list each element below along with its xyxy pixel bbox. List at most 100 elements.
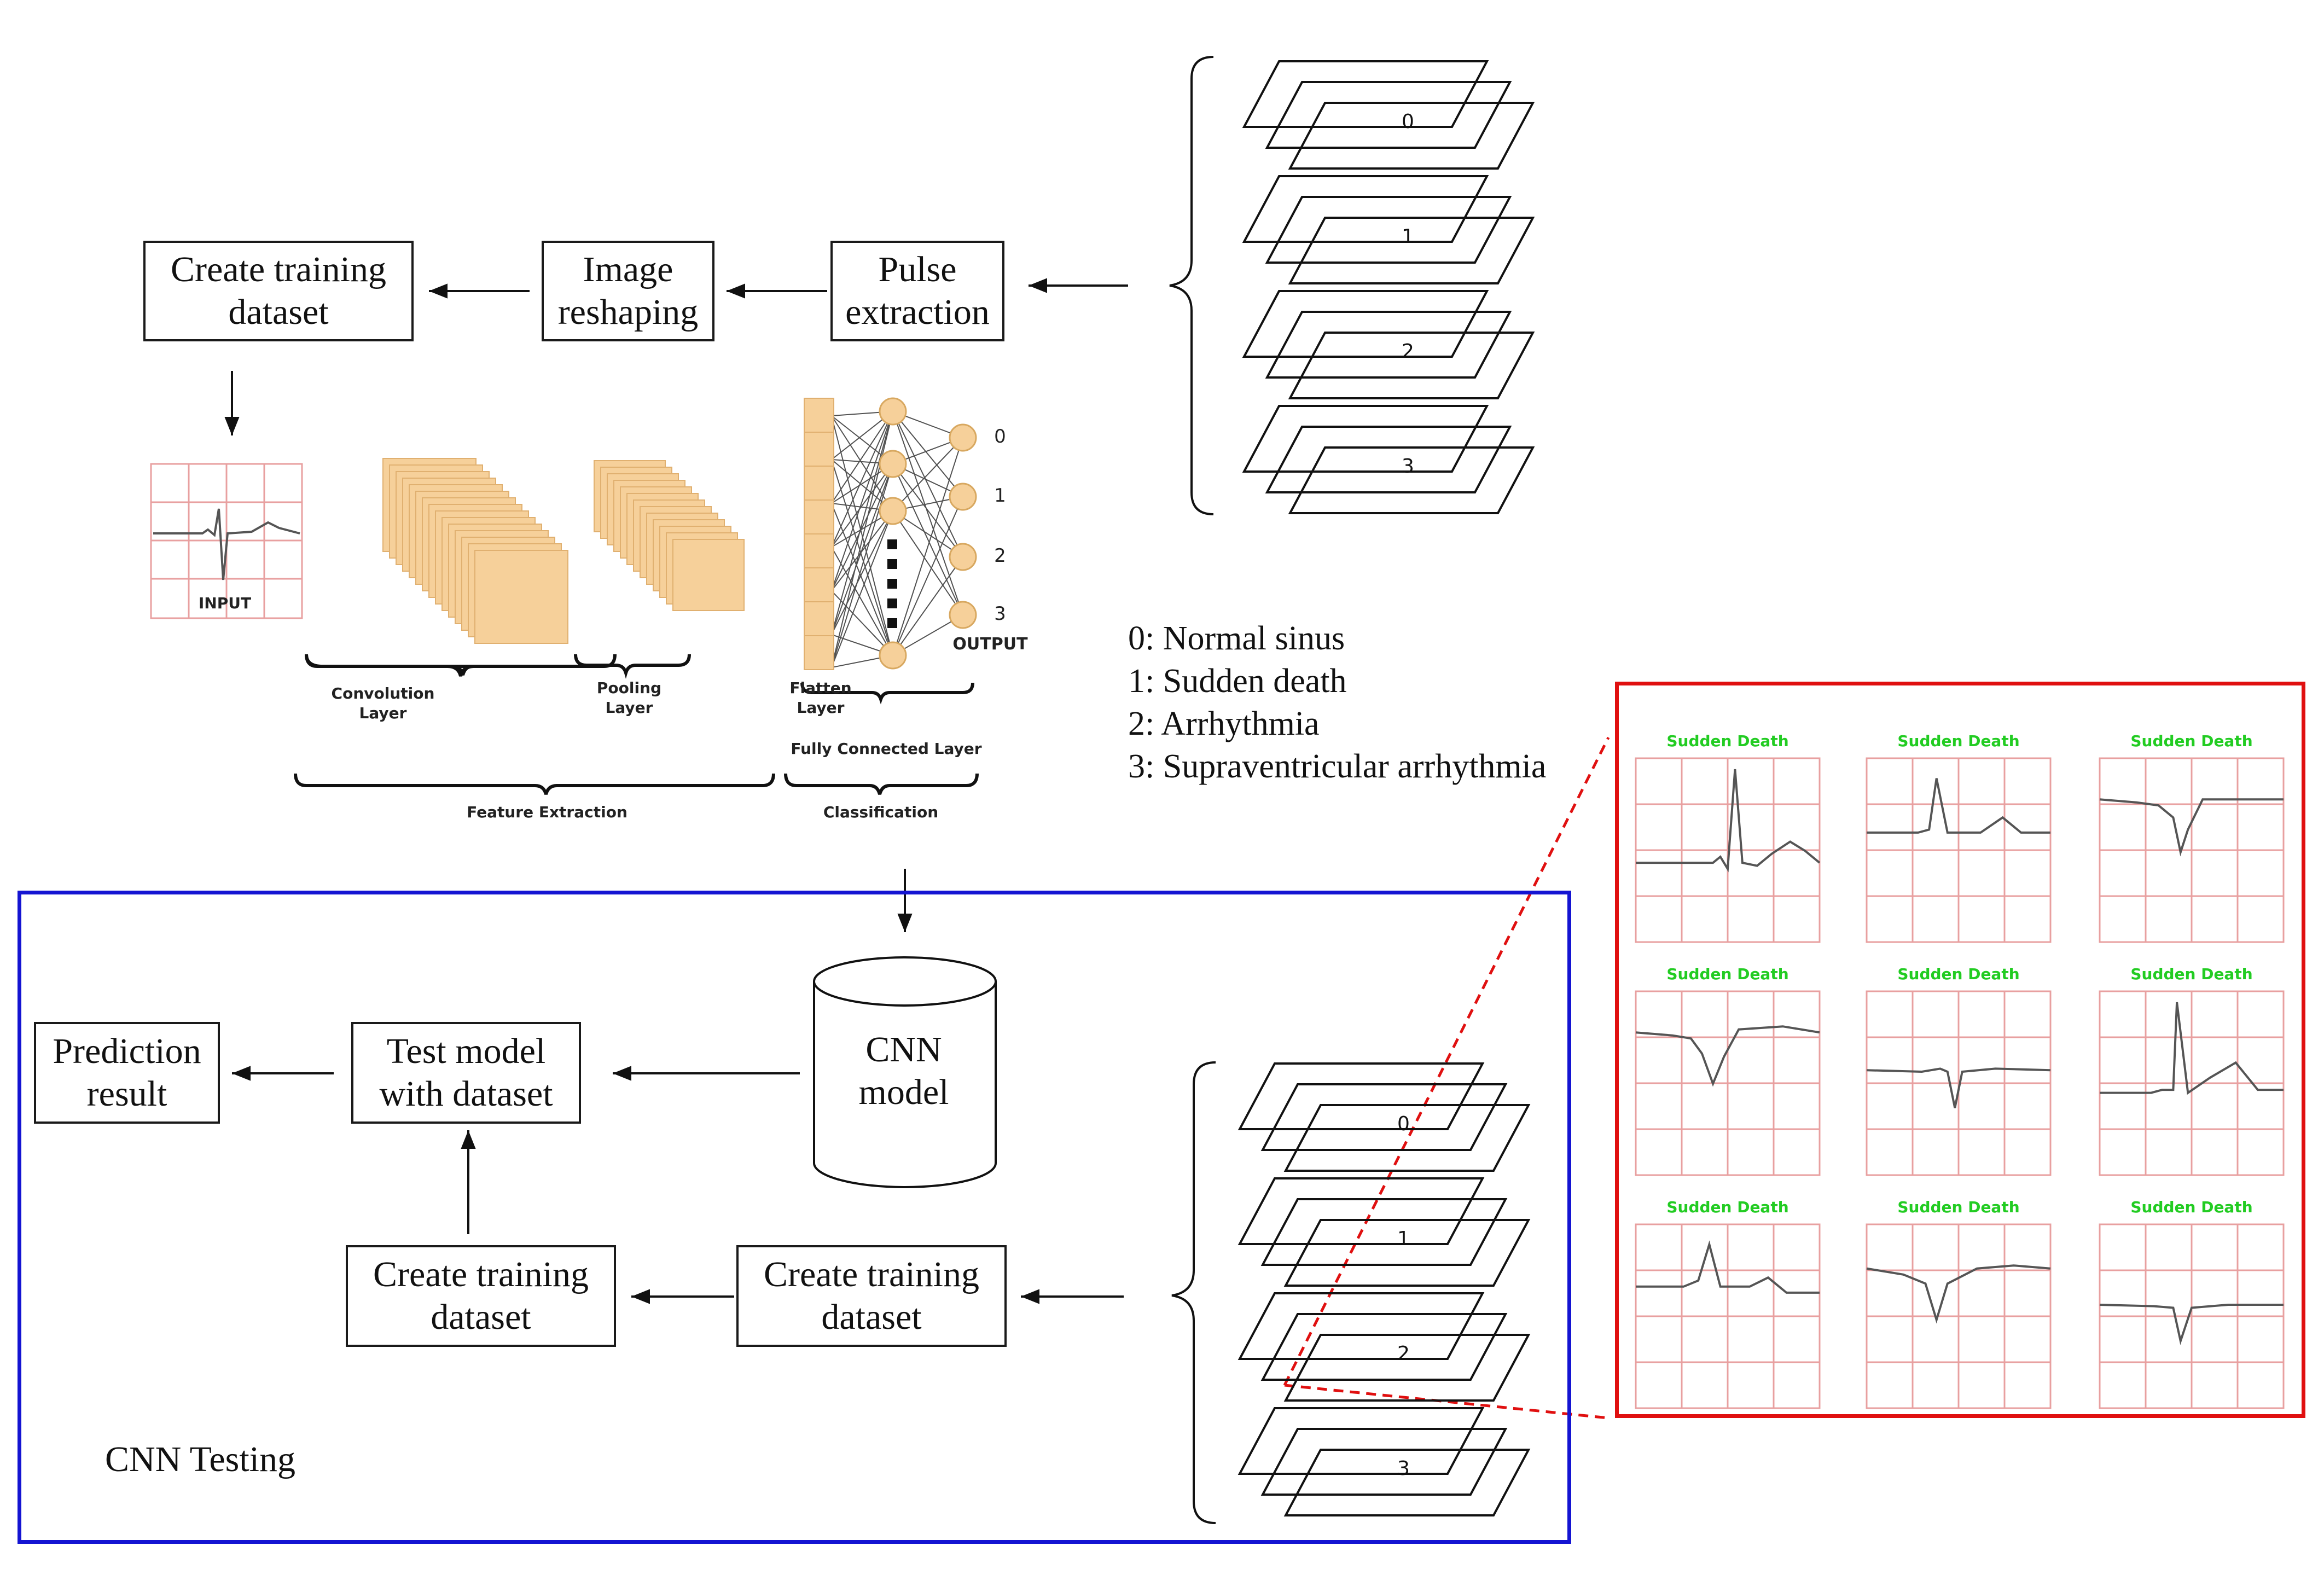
image-reshaping-box: Image reshaping — [542, 241, 714, 341]
test-stack-3: 3 — [1237, 1407, 1531, 1516]
train-stack-3: 3 — [1242, 405, 1535, 514]
test-stack-3-sheet-1 — [1260, 1428, 1508, 1496]
sample-connector — [1283, 736, 1610, 1420]
train-stack-0-sheet-0 — [1242, 60, 1489, 128]
sample-panel-8-caption: Sudden Death — [2130, 1198, 2252, 1216]
output-node-2-label: 2 — [994, 545, 1006, 567]
output-nodes — [949, 423, 977, 629]
sample-panel-1-caption: Sudden Death — [1897, 732, 2019, 750]
test-stack-2-label: 2 — [1397, 1343, 1410, 1365]
sample-panel-0: Sudden Death — [1635, 732, 1821, 943]
test-stack-1-sheet-1 — [1260, 1198, 1508, 1266]
train-stack-1-sheet-2 — [1288, 217, 1535, 284]
pooling-layer-label: Pooling Layer — [596, 679, 662, 717]
train-stack-3-label: 3 — [1402, 455, 1414, 478]
test-stack-2: 2 — [1237, 1292, 1531, 1402]
architecture-braces — [294, 654, 979, 795]
test-stack-1: 1 — [1237, 1177, 1531, 1287]
test-stack-0-sheet-1 — [1260, 1083, 1508, 1151]
cnn-testing-label: CNN Testing — [105, 1439, 296, 1479]
train-stack-1-label: 1 — [1402, 225, 1414, 248]
input-ecg-panel — [150, 463, 303, 619]
train-stack-1: 1 — [1242, 175, 1535, 284]
test-stack-0-sheet-2 — [1283, 1104, 1531, 1172]
test-stack-1-label: 1 — [1397, 1228, 1410, 1250]
cnn-testing-frame — [18, 891, 1571, 1544]
legend-item-0: 0: Normal sinus — [1128, 620, 1345, 657]
sample-panel-7-waveform — [1866, 1264, 2051, 1324]
test-stack-0: 0 — [1237, 1062, 1531, 1172]
class-stacks-layer: 0 1 2 3 0 1 2 3 — [1237, 60, 1535, 1516]
prediction-result-box: Prediction result — [34, 1022, 220, 1124]
sample-panel-5-waveform — [2100, 1002, 2284, 1095]
train-stack-2-sheet-2 — [1288, 332, 1535, 399]
test-stack-3-sheet-2 — [1283, 1449, 1531, 1516]
sample-panel-2-waveform — [2099, 798, 2284, 857]
test-stack-1-sheet-0 — [1237, 1177, 1485, 1245]
sample-panel-2: Sudden Death — [2099, 732, 2285, 943]
train-stack-1-sheet-1 — [1265, 196, 1512, 264]
image-reshaping-label: Image reshaping — [557, 249, 699, 332]
sample-ecg-frame — [1615, 682, 2305, 1418]
create-training-dataset-label: Create training dataset — [170, 249, 386, 332]
test-create-dataset-left-box: Create training dataset — [346, 1245, 616, 1347]
cnn-model-cylinder — [813, 956, 997, 1188]
convolution-layer-label: Convolution Layer — [331, 684, 435, 723]
sample-panel-7-caption: Sudden Death — [1897, 1198, 2019, 1216]
train-stack-2-label: 2 — [1402, 340, 1414, 363]
output-node-3-label: 3 — [994, 603, 1006, 625]
sample-panel-4-waveform — [1866, 1067, 2051, 1108]
legend-item-2: 2: Arrhythmia — [1128, 705, 1320, 742]
sample-panel-6: Sudden Death — [1635, 1198, 1821, 1409]
test-create-dataset-left-label: Create training dataset — [373, 1254, 589, 1337]
input-label: INPUT — [198, 594, 252, 612]
legend-item-3: 3: Supraventricular arrhythmia — [1128, 748, 1547, 785]
test-stack-1-sheet-2 — [1283, 1219, 1531, 1287]
sample-panel-0-waveform — [1636, 769, 1821, 873]
sample-panel-1-waveform — [1867, 778, 2050, 834]
sample-panel-2-caption: Sudden Death — [2130, 732, 2252, 750]
sample-panel-7: Sudden Death — [1866, 1198, 2052, 1409]
feature-extraction-label: Feature Extraction — [467, 803, 628, 821]
sample-panel-5: Sudden Death — [2099, 965, 2285, 1176]
sample-panel-6-caption: Sudden Death — [1666, 1198, 1788, 1216]
test-stack-brace — [1171, 1061, 1216, 1524]
output-node-0-label: 0 — [994, 426, 1006, 448]
test-stack-3-sheet-0 — [1237, 1407, 1485, 1475]
train-stack-3-sheet-1 — [1265, 426, 1512, 493]
test-stack-2-sheet-1 — [1260, 1313, 1508, 1381]
test-model-box: Test model with dataset — [351, 1022, 581, 1124]
train-stack-3-sheet-0 — [1242, 405, 1489, 473]
sample-panel-0-caption: Sudden Death — [1666, 732, 1788, 750]
test-create-dataset-right-box: Create training dataset — [736, 1245, 1007, 1347]
fully-connected-layer-label: Fully Connected Layer — [791, 740, 982, 758]
test-create-dataset-right-label: Create training dataset — [763, 1254, 979, 1337]
hidden-ellipsis — [887, 539, 897, 628]
test-stack-3-label: 3 — [1397, 1457, 1410, 1480]
test-stack-0-label: 0 — [1397, 1113, 1410, 1135]
train-stack-0-sheet-2 — [1288, 102, 1535, 170]
classification-label: Classification — [823, 803, 939, 821]
flatten-layer-label: Flatten Layer — [789, 679, 852, 717]
pooling-feature-maps — [594, 460, 745, 611]
test-stack-2-sheet-0 — [1237, 1292, 1485, 1360]
sample-panel-8: Sudden Death — [2099, 1198, 2285, 1409]
train-stack-2-sheet-1 — [1265, 311, 1512, 379]
sample-panel-3-waveform — [1635, 1025, 1820, 1087]
test-stack-2-sheet-2 — [1283, 1334, 1531, 1402]
sample-panel-8-waveform — [2099, 1304, 2284, 1345]
train-stack-0-label: 0 — [1402, 111, 1414, 133]
flatten-layer — [804, 398, 834, 670]
create-training-dataset-box: Create training dataset — [143, 241, 414, 341]
sample-panel-3-caption: Sudden Death — [1666, 965, 1788, 983]
train-stack-3-sheet-2 — [1288, 446, 1535, 514]
cnn-model-label: CNN model — [858, 1030, 949, 1112]
sample-panel-5-caption: Sudden Death — [2130, 965, 2252, 983]
output-label: OUTPUT — [952, 635, 1028, 654]
train-stack-1-sheet-0 — [1242, 175, 1489, 243]
convolution-feature-maps — [382, 458, 568, 644]
train-stack-2-sheet-0 — [1242, 290, 1489, 358]
train-stack-0-sheet-1 — [1265, 81, 1512, 149]
